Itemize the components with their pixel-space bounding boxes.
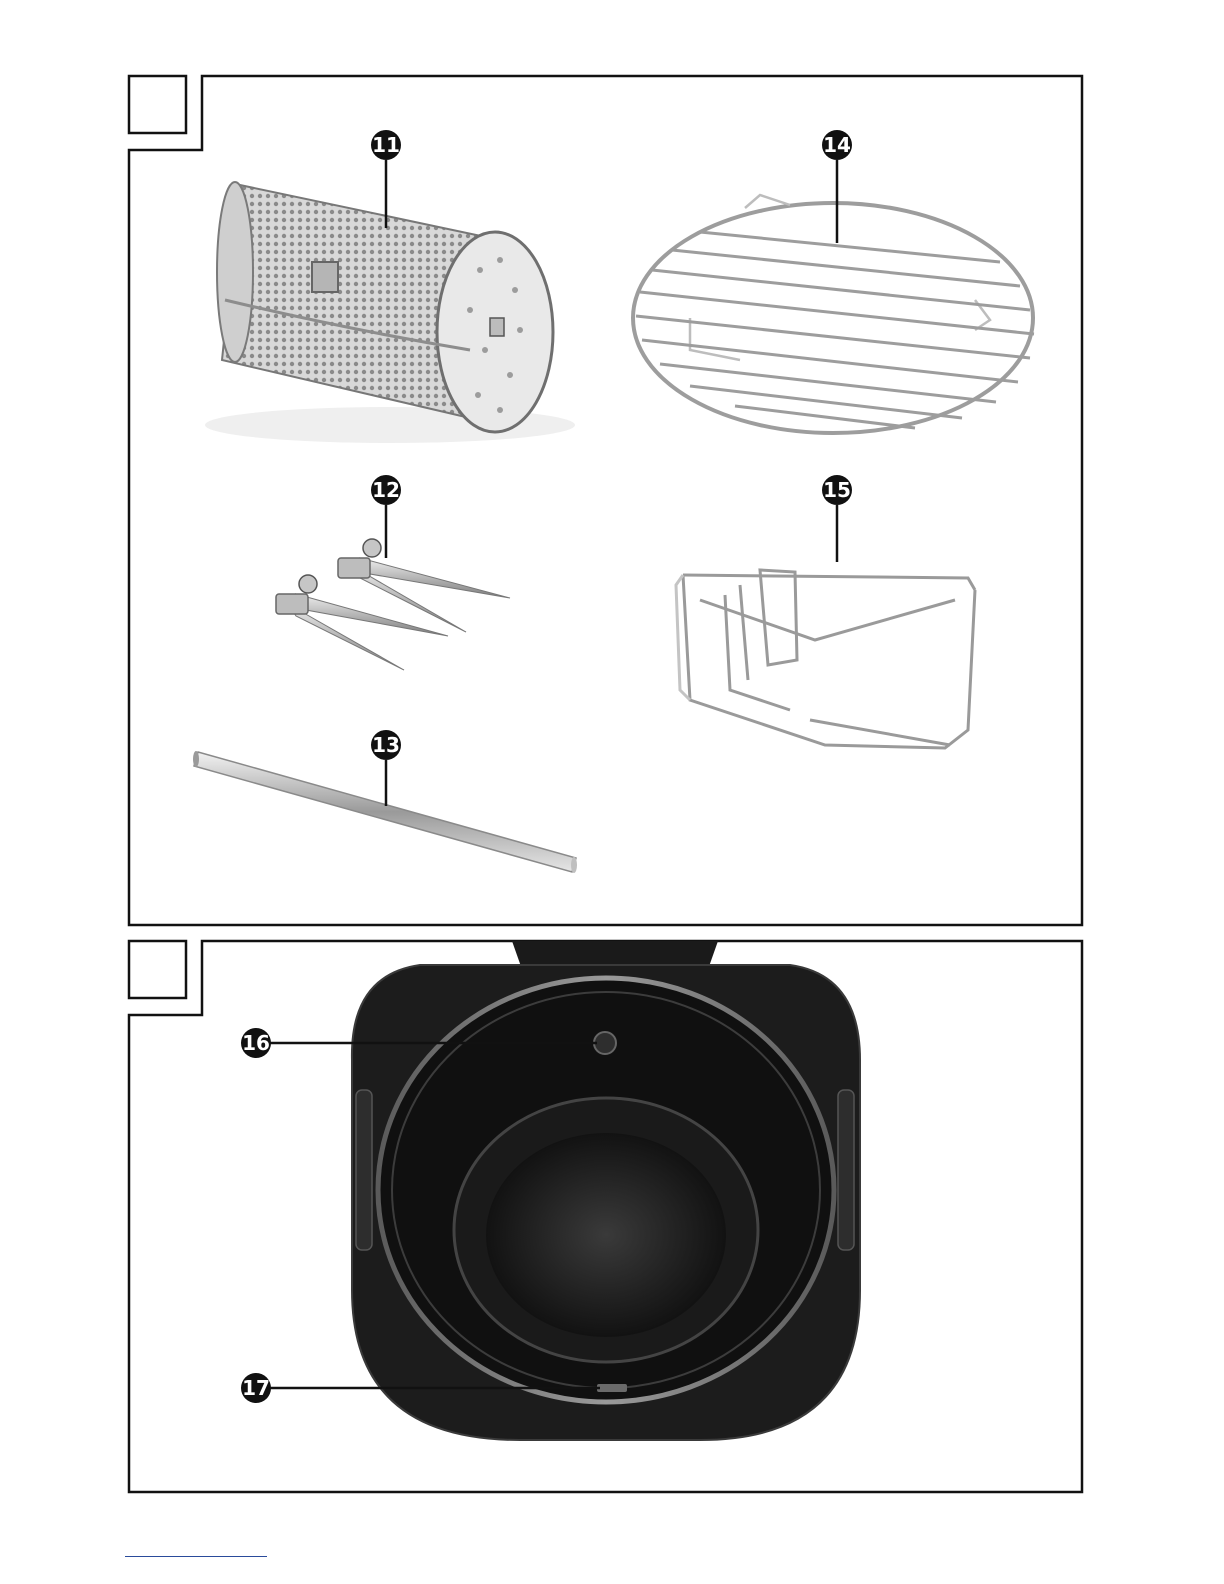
callout-13: 13 (371, 730, 401, 760)
callout-12-number: 12 (372, 478, 400, 502)
callout-15: 15 (822, 475, 852, 505)
callout-13-number: 13 (372, 733, 400, 757)
panel-a-label-box (129, 76, 186, 133)
rotisserie-forks-illustration (276, 539, 510, 670)
callout-17-number: 17 (242, 1376, 270, 1400)
callout-12: 12 (371, 475, 401, 505)
callout-11: 11 (371, 130, 401, 160)
panel-b-label-box (129, 941, 186, 998)
callout-16: 16 (241, 1028, 271, 1058)
grill-rack-illustration (633, 195, 1034, 433)
rotisserie-basket-illustration (205, 182, 575, 443)
callout-11-number: 11 (372, 133, 400, 157)
air-fryer-top-view-illustration (352, 941, 860, 1440)
wire-holder-illustration (676, 570, 975, 748)
callout-14-number: 14 (823, 133, 851, 157)
figure-panel-b: 16 17 (0, 930, 1224, 1550)
callout-14: 14 (822, 130, 852, 160)
figure-panel-a: 11 14 12 15 13 (0, 0, 1224, 930)
callout-17: 17 (241, 1373, 271, 1403)
footer-rule (125, 1556, 267, 1557)
figure-b-canvas: 16 17 (0, 930, 1224, 1550)
figure-a-canvas: 11 14 12 15 13 (0, 0, 1224, 930)
callout-15-number: 15 (823, 478, 851, 502)
callout-16-number: 16 (242, 1031, 270, 1055)
